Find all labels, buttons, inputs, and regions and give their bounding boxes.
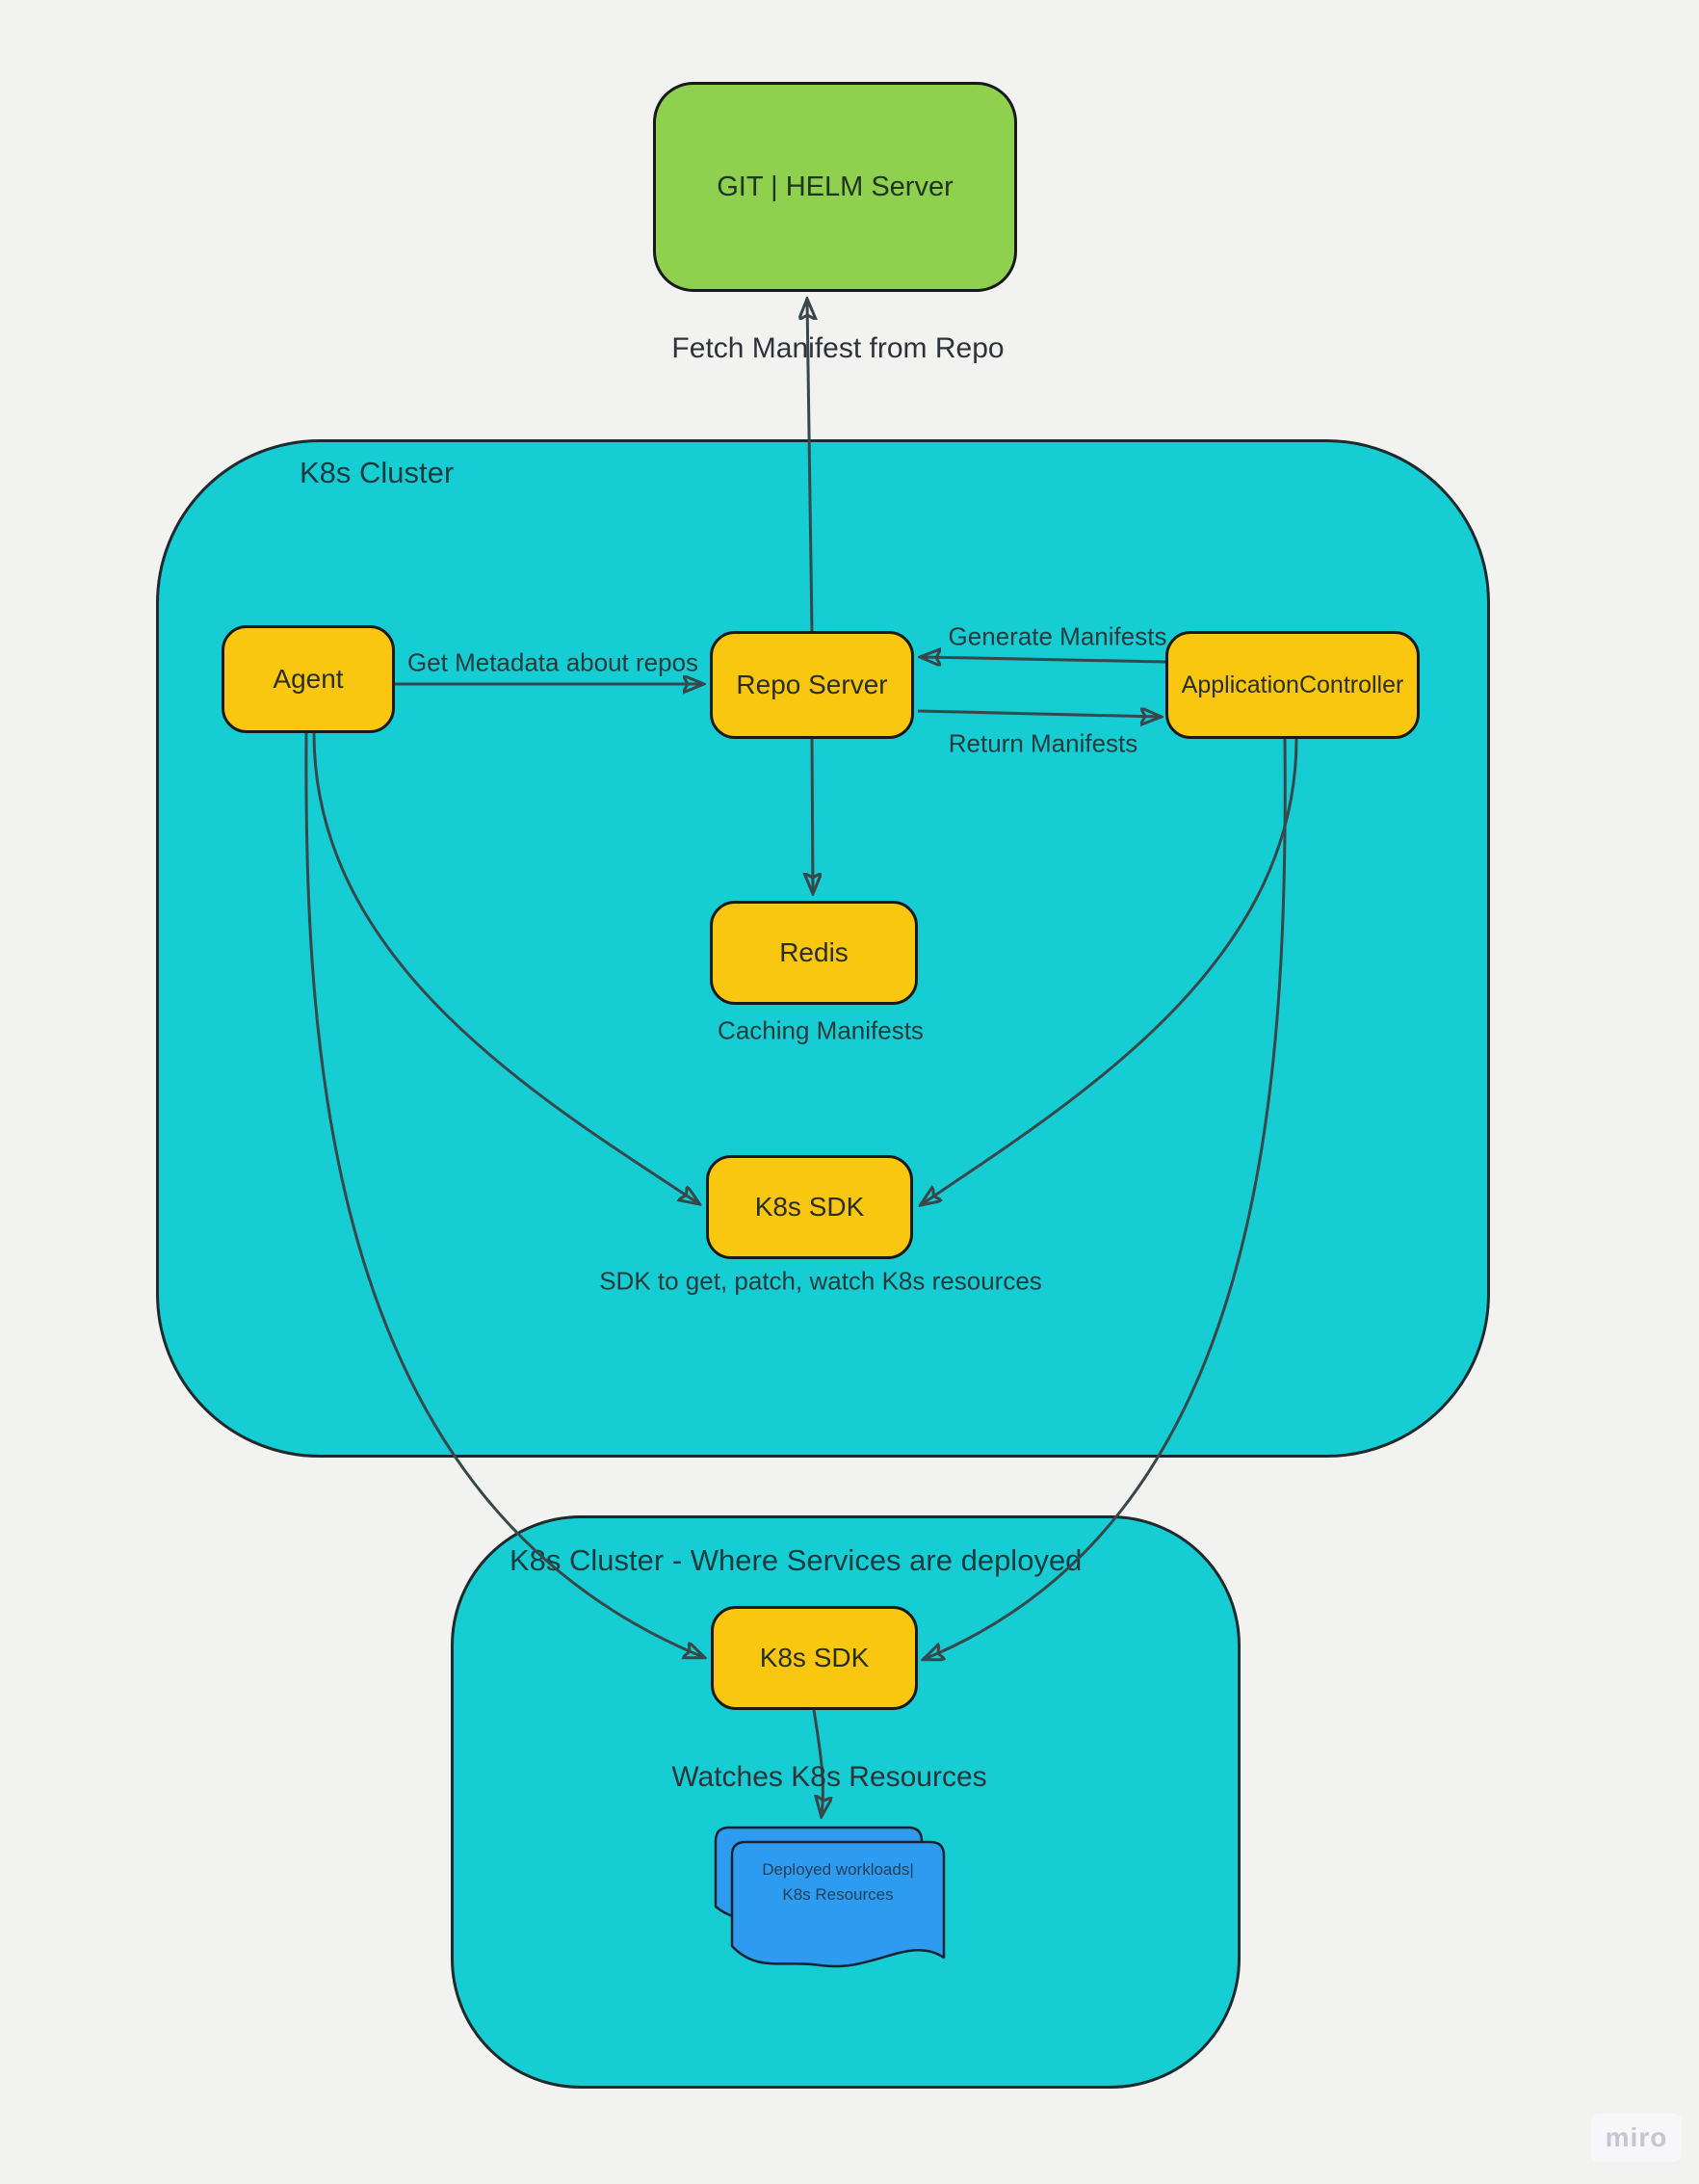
connector-k8s-sdk-deploy-to-workloads[interactable] [812, 1709, 823, 1815]
connector-repo-server-to-git-helm[interactable] [807, 301, 812, 632]
node-k8s-sdk-main-label: K8s SDK [754, 1192, 865, 1222]
workloads-document-line1: Deployed workloads| [762, 1860, 914, 1879]
connector-agent-to-k8s-sdk-main[interactable] [312, 732, 698, 1203]
miro-watermark: miro [1591, 2114, 1682, 2162]
node-redis-label: Redis [779, 937, 849, 967]
node-git-helm-server[interactable]: GIT | HELM Server [653, 82, 1017, 292]
node-application-controller[interactable]: ApplicationController [1165, 631, 1420, 739]
node-repo-server[interactable]: Repo Server [710, 631, 914, 739]
label-fetch-manifest-from-repo: Fetch Manifest from Repo [671, 332, 1005, 364]
cluster-k8s-main-title: K8s Cluster [300, 456, 455, 489]
label-generate-manifests: Generate Manifests [948, 621, 1167, 651]
node-redis[interactable]: Redis [710, 901, 918, 1005]
cluster-k8s-deploy-title: K8s Cluster - Where Services are deploye… [510, 1543, 1083, 1577]
connector-appcontroller-to-k8s-sdk-main[interactable] [922, 738, 1298, 1204]
connector-agent-to-k8s-sdk-deploy[interactable] [304, 732, 703, 1657]
node-k8s-sdk-deploy[interactable]: K8s SDK [711, 1606, 918, 1710]
node-agent[interactable]: Agent [222, 625, 395, 733]
node-git-helm-server-label: GIT | HELM Server [717, 171, 954, 202]
connector-appcontroller-to-k8s-sdk-deploy[interactable] [925, 738, 1287, 1659]
node-repo-server-label: Repo Server [736, 670, 888, 699]
workloads-document-line2: K8s Resources [782, 1884, 894, 1904]
connector-repo-server-to-appcontroller[interactable] [917, 711, 1160, 717]
workloads-document-text: Deployed workloads| K8s Resources [734, 1857, 942, 1907]
label-caching-manifests: Caching Manifests [718, 1015, 924, 1045]
node-application-controller-label: ApplicationController [1181, 671, 1404, 698]
connector-repo-server-to-redis[interactable] [812, 738, 813, 892]
label-sdk-description: SDK to get, patch, watch K8s resources [599, 1266, 1042, 1296]
label-watches-k8s-resources: Watches K8s Resources [671, 1761, 987, 1793]
workloads-document-stack[interactable] [693, 1817, 948, 1994]
node-k8s-sdk-deploy-label: K8s SDK [759, 1643, 870, 1672]
workloads-document-front[interactable] [730, 1840, 946, 1968]
miro-watermark-text: miro [1605, 2122, 1668, 2152]
connector-appcontroller-to-repo-server[interactable] [922, 657, 1166, 662]
node-agent-label: Agent [273, 664, 344, 694]
label-get-metadata-about-repos: Get Metadata about repos [406, 647, 699, 677]
node-k8s-sdk-main[interactable]: K8s SDK [706, 1155, 913, 1259]
label-return-manifests: Return Manifests [948, 728, 1138, 758]
